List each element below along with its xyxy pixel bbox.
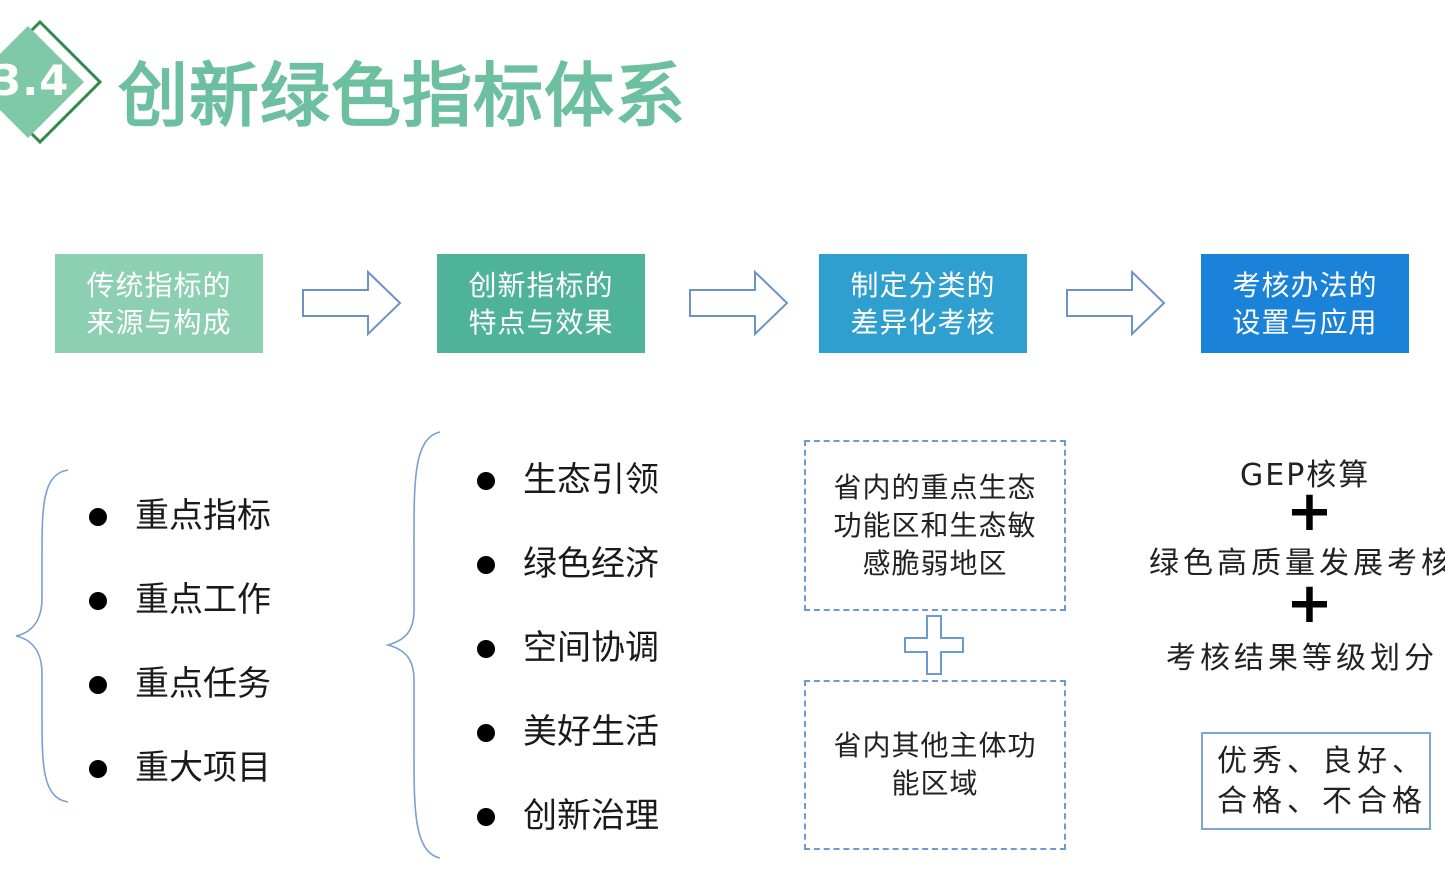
- flow-arrow-2: [689, 270, 789, 336]
- zone-box-other-functional: 省内其他主体功 能区域: [804, 680, 1066, 850]
- zone-text-line2: 功能区和生态敏: [833, 508, 1037, 542]
- stage-box-classification: 制定分类的差异化考核: [819, 254, 1027, 353]
- result-grading-label: 考核结果等级划分: [1166, 641, 1438, 676]
- plus-icon: [904, 615, 964, 675]
- green-development-assessment-label: 绿色高质量发展考核: [1149, 546, 1445, 581]
- stage-label-line1: 传统指标的: [86, 268, 232, 302]
- zone-text-line2: 能区域: [891, 767, 979, 800]
- key-points-list: 重点指标 重点工作 重点任务 重大项目: [89, 499, 271, 835]
- zone-text-line1: 省内的重点生态: [833, 470, 1037, 504]
- left-brace-2: [385, 431, 441, 859]
- section-number: 3.4: [0, 56, 70, 105]
- zone-text-line3: 感脆弱地区: [862, 546, 1008, 580]
- stage-box-traditional: 传统指标的来源与构成: [55, 254, 263, 353]
- gep-accounting-label: GEP核算: [1240, 458, 1371, 493]
- grades-box: 优秀、良好、 合格、不合格: [1201, 732, 1431, 830]
- list-item: 空间协调: [477, 631, 659, 665]
- list-item: 重点任务: [89, 667, 271, 701]
- list-item: 创新治理: [477, 799, 659, 833]
- flow-arrow-1: [302, 270, 402, 336]
- list-item: 重点工作: [89, 583, 271, 617]
- flow-arrow-3: [1066, 270, 1166, 336]
- list-item: 美好生活: [477, 715, 659, 749]
- plus-icon: +: [1286, 479, 1333, 544]
- stage-label-line2: 来源与构成: [86, 305, 232, 339]
- section-badge: [0, 19, 103, 145]
- features-list: 生态引领 绿色经济 空间协调 美好生活 创新治理: [477, 463, 659, 883]
- zone-box-key-ecological: 省内的重点生态 功能区和生态敏 感脆弱地区: [804, 440, 1066, 611]
- grades-line1: 优秀、良好、: [1217, 744, 1427, 779]
- list-item: 生态引领: [477, 463, 659, 497]
- stage-label-line2: 设置与应用: [1232, 305, 1378, 339]
- plus-icon: +: [1286, 571, 1333, 636]
- list-item: 绿色经济: [477, 547, 659, 581]
- zone-text-line1: 省内其他主体功: [833, 729, 1037, 762]
- stage-label-line1: 制定分类的: [850, 268, 996, 302]
- list-item: 重大项目: [89, 751, 271, 785]
- stage-label-line2: 特点与效果: [468, 305, 614, 339]
- left-brace-1: [15, 469, 69, 803]
- list-item: 重点指标: [89, 499, 271, 533]
- stage-label-line2: 差异化考核: [850, 305, 996, 339]
- stage-box-innovation: 创新指标的特点与效果: [437, 254, 645, 353]
- stage-label-line1: 创新指标的: [468, 268, 614, 302]
- stage-label-line1: 考核办法的: [1232, 268, 1378, 302]
- page-title: 创新绿色指标体系: [118, 55, 686, 137]
- stage-box-assessment: 考核办法的设置与应用: [1201, 254, 1409, 353]
- grades-line2: 合格、不合格: [1217, 784, 1427, 819]
